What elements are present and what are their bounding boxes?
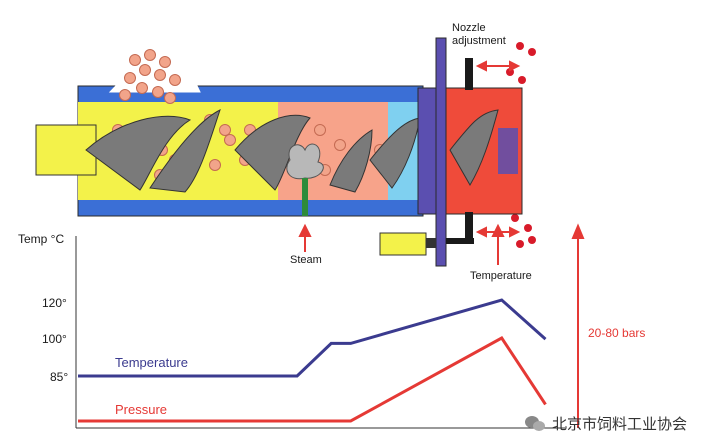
pellet bbox=[314, 124, 326, 136]
temperature-series-line bbox=[78, 298, 547, 378]
series-pressure-label: Pressure bbox=[115, 402, 168, 417]
extrudate-droplet bbox=[524, 224, 532, 232]
die-zone bbox=[417, 37, 523, 267]
steam-injector bbox=[286, 143, 324, 216]
pressure-series-line bbox=[78, 336, 547, 423]
pressure-range-label: 20-80 bars bbox=[588, 326, 646, 340]
pellet bbox=[169, 74, 181, 86]
screw-flights bbox=[85, 109, 421, 193]
pellet bbox=[219, 124, 231, 136]
pellet bbox=[334, 139, 346, 151]
motor-unit bbox=[379, 232, 436, 256]
y-axis-label: Temp °C bbox=[18, 232, 65, 246]
temperature-sensor-label: Temperature bbox=[470, 270, 532, 282]
series-temperature-label: Temperature bbox=[115, 355, 188, 370]
extrudate-droplet bbox=[511, 214, 519, 222]
pellet bbox=[209, 159, 221, 171]
pellet bbox=[154, 69, 166, 81]
pellet bbox=[144, 49, 156, 61]
pellet bbox=[164, 92, 176, 104]
arrows bbox=[298, 60, 585, 428]
pellet bbox=[129, 54, 141, 66]
pellet bbox=[224, 134, 236, 146]
pellet bbox=[119, 89, 131, 101]
nozzle-label-1: Nozzle bbox=[452, 22, 486, 34]
tick-120: 120° bbox=[42, 296, 67, 310]
extrudate-droplet bbox=[528, 48, 536, 56]
chart-axes bbox=[75, 236, 565, 429]
pellet bbox=[136, 82, 148, 94]
pellet bbox=[159, 56, 171, 68]
extrudate-droplet bbox=[528, 236, 536, 244]
extrudate-droplet bbox=[516, 240, 524, 248]
extrudate-droplet bbox=[516, 42, 524, 50]
pellet bbox=[139, 64, 151, 76]
tick-85: 85° bbox=[50, 370, 69, 384]
extrudate-droplet bbox=[518, 76, 526, 84]
watermark-text: 北京市饲料工业协会 bbox=[551, 415, 687, 433]
tick-100: 100° bbox=[42, 332, 67, 346]
wechat-icon bbox=[524, 415, 545, 431]
pellet bbox=[152, 86, 164, 98]
chart-lines bbox=[78, 298, 547, 423]
steam-label: Steam bbox=[290, 254, 322, 266]
pellet bbox=[124, 72, 136, 84]
nozzle-label-2: adjustment bbox=[452, 35, 506, 47]
watermark: 北京市饲料工业协会 bbox=[524, 413, 687, 434]
